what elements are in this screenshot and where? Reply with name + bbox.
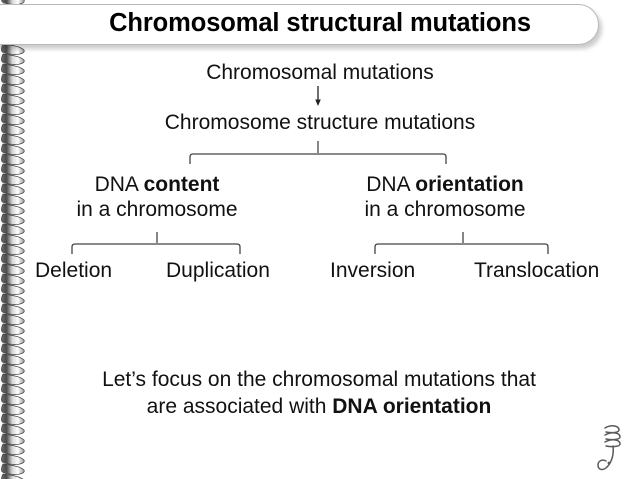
- node-dna-orientation: DNA orientation in a chromosome: [335, 172, 555, 222]
- footer-note-emphasis: DNA orientation: [332, 395, 492, 418]
- node-dna-orientation-line2: in a chromosome: [364, 198, 526, 221]
- calligraphic-flourish-icon: [597, 425, 621, 471]
- bracket-level2: [189, 141, 447, 164]
- node-dna-content-emphasis: content: [143, 173, 220, 196]
- bracket-dna-content: [71, 232, 241, 254]
- footer-note-line1: Let’s focus on the chromosomal mutations…: [102, 368, 536, 391]
- footer-note-line2-plain: are associated with: [146, 395, 333, 418]
- bracket-dna-orientation: [374, 232, 549, 254]
- node-dna-content-line2: in a chromosome: [76, 198, 238, 221]
- title-plate: [0, 4, 599, 45]
- node-dna-content-line1: DNA content: [94, 173, 220, 196]
- node-chromosomal-mutations: Chromosomal mutations: [206, 61, 434, 84]
- leaf-translocation: Translocation: [474, 259, 600, 282]
- leaf-duplication: Duplication: [166, 259, 270, 282]
- footer-note: Let’s focus on the chromosomal mutations…: [44, 366, 594, 420]
- leaf-deletion: Deletion: [35, 259, 113, 282]
- spiral-binding-icon: [1, 0, 25, 479]
- arrow-root-to-level2: [315, 86, 321, 106]
- leaf-inversion: Inversion: [330, 259, 416, 282]
- node-chromosome-structure-mutations: Chromosome structure mutations: [164, 111, 476, 134]
- node-dna-orientation-line1: DNA orientation: [366, 173, 524, 196]
- page-title: Chromosomal structural mutations: [109, 9, 531, 37]
- node-dna-orientation-emphasis: orientation: [415, 173, 524, 196]
- node-dna-content: DNA content in a chromosome: [47, 172, 267, 222]
